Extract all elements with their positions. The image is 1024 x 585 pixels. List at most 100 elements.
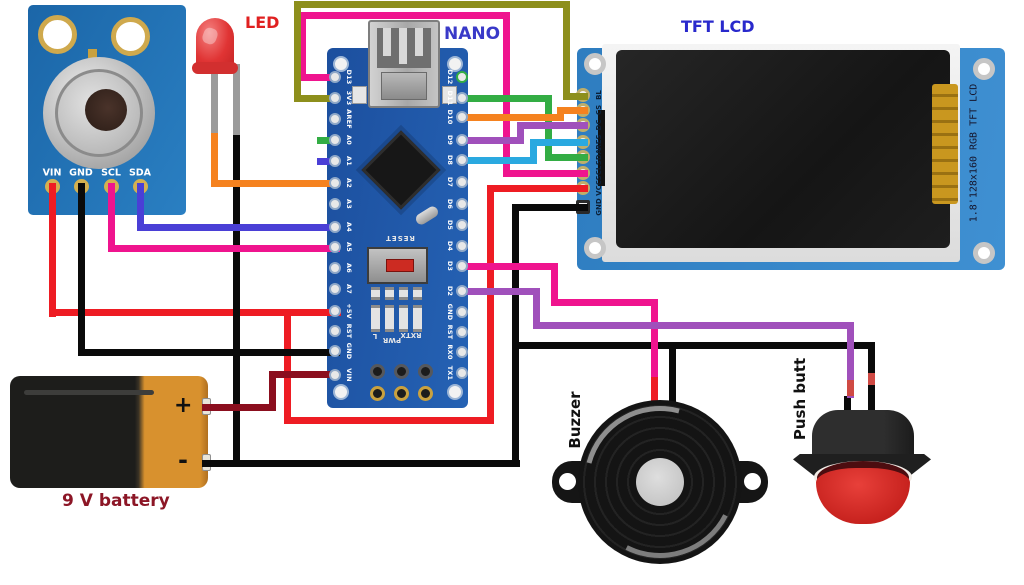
wire-segment-gray — [211, 64, 218, 133]
wire-segment-purple — [533, 288, 540, 329]
nano-pin-label-RX0: RX0 — [446, 344, 454, 360]
wire-segment-orange — [557, 107, 588, 114]
nano-pin-GND — [456, 306, 468, 318]
nano-mount-hole — [447, 384, 463, 400]
tft-pin-label-DC: DC — [595, 119, 603, 131]
usb-finger — [383, 28, 391, 56]
wire-segment-red — [49, 309, 341, 316]
led-label: LED — [245, 13, 280, 32]
wire-segment-purple — [459, 288, 540, 295]
tft-screen — [616, 50, 950, 248]
reset-button-cap[interactable] — [386, 259, 414, 272]
nano-pin-label-VIN: VIN — [345, 368, 353, 382]
nano-pin-D8 — [456, 154, 468, 166]
smd-part — [399, 287, 408, 300]
pwr-silkscreen: PWR — [382, 336, 402, 344]
isp-pin — [370, 386, 385, 401]
wire-segment-pink — [108, 245, 340, 252]
tft-mount-hole — [973, 242, 995, 264]
nano-pin-label-A6: A6 — [345, 263, 353, 273]
wire-segment-orange — [459, 114, 564, 121]
tft-pin-label-BL: BL — [595, 90, 603, 100]
wire-segment-cyan — [530, 139, 588, 146]
atmega-chip — [361, 130, 441, 210]
nano-pin-D13 — [329, 71, 341, 83]
wire-segment-purple — [459, 137, 524, 144]
tft-pin-label-RES: RES — [595, 134, 603, 150]
wire-segment-blue — [137, 183, 144, 231]
wire-segment-olive — [294, 95, 340, 102]
wire-segment-purple — [517, 122, 524, 144]
push-button-body — [812, 410, 914, 460]
nano-pin-GND — [329, 345, 341, 357]
sensor-smd-chip — [88, 49, 97, 58]
wire-segment-pink — [551, 263, 558, 306]
nano-pin-label-GND: GND — [446, 303, 454, 321]
tft-flex-cable — [932, 84, 958, 204]
tft-label: TFT LCD — [681, 17, 755, 36]
wire-segment-orange — [557, 107, 564, 121]
wire-segment-blue — [317, 158, 340, 165]
buzzer-center-hole — [636, 458, 684, 506]
nano-pin-label-A5: A5 — [345, 242, 353, 252]
nano-pin-label-+5V: +5V — [345, 303, 353, 319]
tft-lcd-board: 1.8'128x160 RGB TFT LCD — [577, 44, 1005, 270]
smd-part — [371, 287, 380, 300]
nano-pin-A7 — [329, 283, 341, 295]
wire-segment-green — [317, 137, 340, 144]
isp-pin — [394, 364, 409, 379]
wire-segment-olive — [294, 1, 301, 102]
nano-pin-A2 — [329, 177, 341, 189]
nano-pin-label-D10: D10 — [446, 109, 454, 125]
wire-segment-black — [512, 204, 588, 211]
nano-pin-label-D9: D9 — [446, 134, 454, 146]
wire-segment-orange — [211, 180, 340, 187]
sensor-pin-label-SCL: SCL — [101, 167, 121, 179]
tft-model-label: 1.8'128x160 RGB TFT LCD — [968, 83, 980, 223]
nano-pin-label-3V3: 3V3 — [345, 90, 353, 106]
buzzer-ear-hole — [744, 473, 761, 490]
tft-mount-hole — [584, 53, 606, 75]
usb-body-lower — [381, 72, 427, 100]
arduino-nano-board: RESET L PWR RXTX — [327, 48, 468, 408]
nano-pin-D2 — [456, 285, 468, 297]
wire-segment-maroon — [269, 371, 340, 378]
isp-pin — [394, 386, 409, 401]
nano-pin-label-D2: D2 — [446, 285, 454, 297]
wire-segment-red — [487, 185, 494, 424]
tft-mount-hole — [973, 58, 995, 80]
wire-segment-blue — [137, 224, 340, 231]
wire-segment-maroon — [202, 404, 276, 411]
wire-segment-cyan — [530, 139, 537, 164]
wire-segment-red — [651, 377, 658, 412]
wire-segment-pink — [299, 12, 510, 19]
wire-segment-black — [78, 183, 85, 356]
nano-pin-RST — [329, 325, 341, 337]
wire-segment-cyan — [459, 157, 537, 164]
battery-highlight — [24, 390, 154, 395]
nano-pin-label-A3: A3 — [345, 199, 353, 209]
nano-pin-RX0 — [456, 346, 468, 358]
smd-part — [385, 305, 394, 332]
nano-pin-label-D7: D7 — [446, 176, 454, 188]
wire-segment-pink — [503, 12, 510, 177]
usb-finger — [415, 28, 423, 56]
nano-pin-label-TX1: TX1 — [446, 365, 454, 381]
sensor-window — [85, 89, 127, 131]
wire-segment-red — [49, 183, 56, 317]
nano-pin-label-RST: RST — [446, 324, 454, 340]
wire-segment-black — [78, 349, 340, 356]
nano-pin-label-D3: D3 — [446, 260, 454, 272]
nano-pin-label-D4: D4 — [446, 240, 454, 252]
push-button-red-dome[interactable] — [816, 468, 910, 524]
nano-pin-TX1 — [456, 367, 468, 379]
sensor-pin-label-SDA: SDA — [128, 167, 152, 179]
wire-segment-black — [844, 396, 851, 418]
nano-pin-label-GND: GND — [345, 342, 353, 360]
smd-part — [413, 287, 422, 300]
sensor-pin-label-VIN: VIN — [42, 167, 62, 179]
nano-pin-label-RST: RST — [345, 323, 353, 339]
wire-segment-olive — [294, 1, 570, 8]
wire-segment-maroon — [269, 371, 276, 411]
